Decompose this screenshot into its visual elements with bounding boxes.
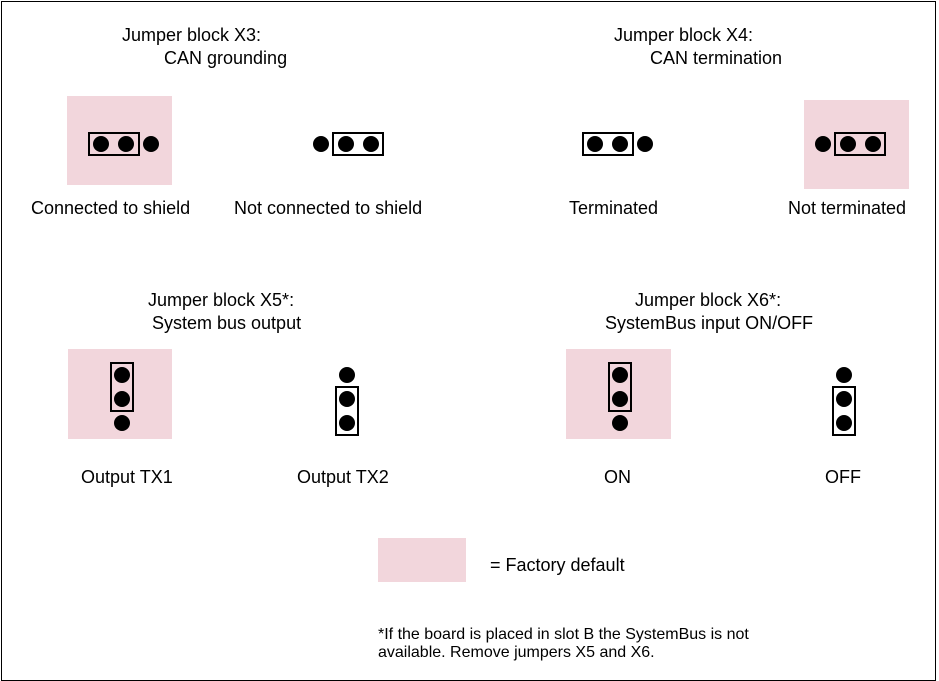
x3-option-connected-label: Connected to shield (31, 198, 191, 218)
x6-title-line1: Jumper block X6*: (635, 290, 782, 310)
x3-title-line2: CAN grounding (164, 48, 288, 68)
x6-option-on-label: ON (604, 467, 631, 487)
x5-option-tx1-label: Output TX1 (81, 467, 173, 487)
x3-jumper-connected-icon (88, 132, 159, 156)
x5-title-line1: Jumper block X5*: (148, 290, 295, 310)
x6-option-off-label: OFF (825, 467, 861, 487)
x6-jumper-on-icon (608, 362, 632, 431)
x5-jumper-tx1-icon (110, 362, 134, 431)
x6-title-line2: SystemBus input ON/OFF (605, 313, 814, 333)
footnote-line2: available. Remove jumpers X5 and X6. (378, 644, 655, 661)
x5-jumper-tx2-icon (335, 367, 359, 436)
x4-title-line1: Jumper block X4: (614, 25, 754, 45)
x5-title-line2: System bus output (152, 313, 302, 333)
legend-label: = Factory default (490, 555, 625, 575)
x5-option-tx2-label: Output TX2 (297, 467, 389, 487)
x4-jumper-terminated-icon (582, 132, 653, 156)
x4-option-terminated-label: Terminated (569, 198, 659, 218)
x4-title-line2: CAN termination (650, 48, 783, 68)
x6-jumper-off-icon (832, 367, 856, 436)
x3-title-line1: Jumper block X3: (122, 25, 262, 45)
footnote-line1: *If the board is placed in slot B the Sy… (378, 626, 749, 643)
legend-swatch (378, 538, 466, 582)
x4-option-not-terminated-label: Not terminated (788, 198, 907, 218)
x3-option-not-connected-label: Not connected to shield (234, 198, 423, 218)
x3-jumper-not-connected-icon (313, 132, 384, 156)
x4-jumper-not-terminated-icon (815, 132, 886, 156)
